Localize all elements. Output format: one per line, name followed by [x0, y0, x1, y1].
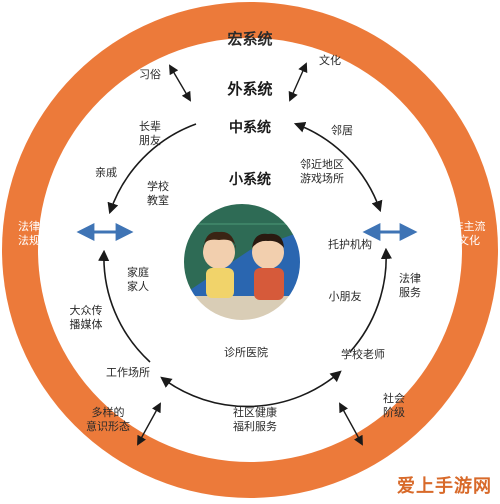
label-law: 法律 法规: [18, 220, 40, 247]
label-peers: 小朋友: [328, 290, 362, 303]
label-daycare: 托护机构: [328, 238, 372, 251]
label-customs: 习俗: [139, 68, 161, 81]
layer-title-micro: 小系统: [229, 172, 271, 188]
layer-title-exo: 外系统: [227, 80, 273, 98]
label-neighborhood-play: 邻近地区 游戏场所: [300, 158, 344, 185]
label-elders-friends: 长辈 朋友: [139, 120, 161, 147]
photo-frame: [182, 202, 302, 322]
arrow-ideologies: [137, 402, 161, 446]
meso-arc-lower-right: [349, 247, 393, 353]
watermark: 爱上手游网: [397, 476, 492, 497]
label-social-class: 社会 阶级: [383, 392, 405, 419]
label-community-welfare: 社区健康 福利服务: [233, 406, 277, 433]
label-ideologies: 多样的 意识形态: [86, 406, 130, 433]
label-workplace: 工作场所: [106, 366, 150, 379]
meso-arc-upper-right: [293, 121, 383, 213]
label-neighbors: 邻居: [331, 124, 353, 137]
label-legal-services: 法律 服务: [399, 272, 421, 299]
label-family: 家庭 家人: [127, 266, 149, 293]
label-culture: 文化: [319, 54, 341, 67]
arrow-social-class: [339, 402, 363, 446]
meso-arc-lower-left: [98, 249, 151, 363]
label-relatives: 亲戚: [95, 166, 117, 179]
children-photo: [183, 203, 301, 321]
arrow-culture: [288, 62, 308, 102]
label-subculture: 非主流 文化: [452, 220, 486, 247]
layer-title-macro: 宏系统: [227, 30, 273, 48]
label-school-teachers: 学校老师: [341, 348, 385, 361]
label-mass-media: 大众传 播媒体: [69, 304, 103, 331]
layer-title-meso: 中系统: [229, 120, 271, 136]
label-clinic-hospital: 诊所医院: [224, 346, 268, 359]
arrow-customs: [169, 64, 191, 102]
label-school-classroom: 学校 教室: [147, 180, 169, 207]
meso-arc-upper-left: [107, 123, 197, 215]
meso-arc-bottom: [160, 370, 342, 408]
